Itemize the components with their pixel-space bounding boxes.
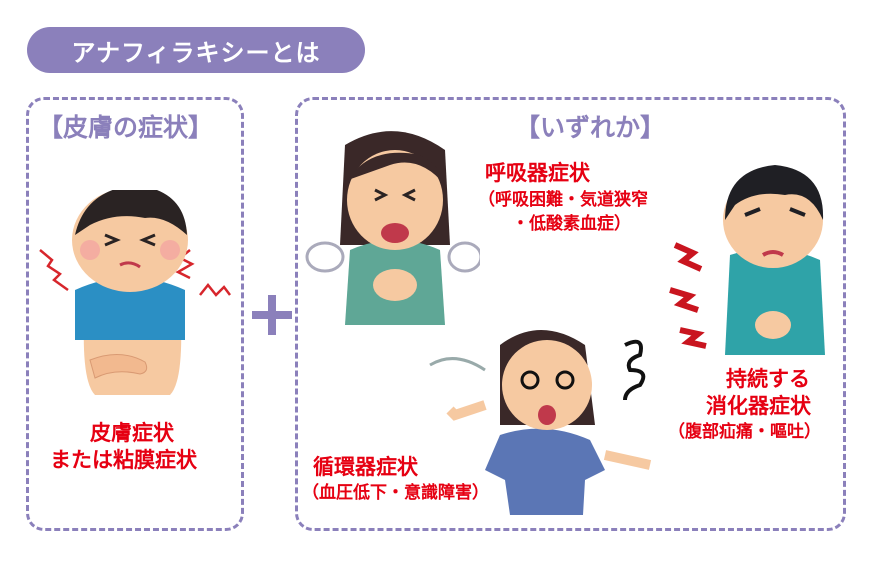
digestive-label-line1: 持続する <box>726 367 810 391</box>
skin-caption-line1: 皮膚症状 <box>90 421 174 445</box>
page-title: アナフィラキシーとは <box>71 38 321 67</box>
respiratory-detail-line2: ・低酸素血症） <box>512 214 631 234</box>
skin-panel-title: 【皮膚の症状】 <box>38 113 214 142</box>
respiratory-detail-line1: （呼吸困難・気道狭窄 <box>478 190 648 210</box>
plus-operator-icon <box>252 295 292 335</box>
skin-caption-line2: または粘膜症状 <box>50 448 197 472</box>
skin-symptoms-panel <box>26 97 244 531</box>
title-pill: アナフィラキシーとは <box>27 27 365 73</box>
circulatory-label: 循環器症状 <box>313 455 418 479</box>
digestive-label-line2: 消化器症状 <box>706 394 811 418</box>
itchy-boy-icon <box>39 190 231 395</box>
respiratory-label: 呼吸器症状 <box>485 161 590 185</box>
digestive-detail: （腹部疝痛・嘔吐） <box>668 422 821 442</box>
woman-breathing-difficulty-icon <box>305 131 480 325</box>
man-stomach-ache-icon <box>669 165 825 355</box>
circulatory-detail: （血圧低下・意識障害） <box>302 483 489 503</box>
any-symptoms-panel <box>295 97 846 531</box>
any-panel-title: 【いずれか】 <box>515 113 666 142</box>
woman-dizzy-icon <box>429 330 652 515</box>
